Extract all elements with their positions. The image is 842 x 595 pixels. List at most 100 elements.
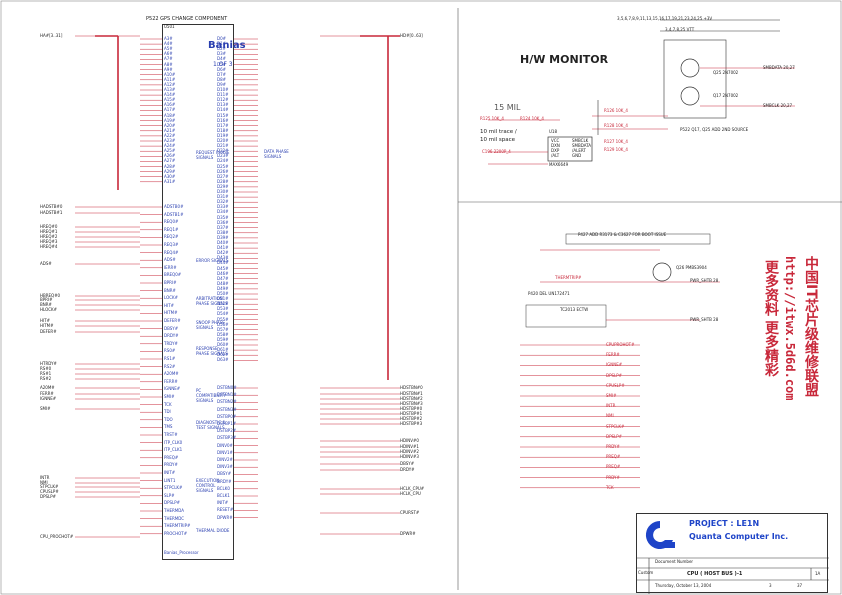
left-pin: A31# bbox=[164, 178, 176, 184]
hw-resistor: R125 10K_4 bbox=[480, 116, 504, 121]
left-net: RS#1 bbox=[40, 371, 52, 376]
q17-label: Q17 2N7002 bbox=[713, 93, 739, 98]
right-pin: D61# bbox=[217, 347, 229, 353]
left-net: HBREQ#0 bbox=[40, 293, 61, 298]
left-pin: HIT# bbox=[164, 302, 174, 308]
spacing-note-2: 10 mil space bbox=[480, 137, 516, 143]
right-pin: D34# bbox=[217, 209, 229, 215]
pullup-net: DPSLP# bbox=[606, 433, 623, 439]
right-pin: D6# bbox=[217, 66, 226, 72]
right-pin: D45# bbox=[217, 265, 229, 271]
right-pin: D41# bbox=[217, 245, 229, 251]
right-pin: D20# bbox=[217, 138, 229, 143]
right-net: HDSTBP#2 bbox=[400, 416, 423, 421]
left-pin: A24# bbox=[164, 143, 176, 149]
right-pin: D50# bbox=[217, 291, 229, 296]
right-pin: DINV0# bbox=[217, 442, 233, 448]
left-pin: REQ4# bbox=[164, 249, 179, 255]
hw-monitor-title: H/W MONITOR bbox=[520, 53, 609, 66]
left-pin: THERMDA bbox=[164, 508, 184, 513]
pullup-net: TCK bbox=[606, 484, 614, 490]
left-pin: DEFER# bbox=[164, 318, 181, 323]
left-pin: A11# bbox=[164, 76, 176, 82]
left-net: BNR# bbox=[40, 302, 52, 307]
right-pin: D43# bbox=[217, 255, 229, 261]
right-net: HD#[0..63] bbox=[400, 33, 423, 38]
left-pin: A23# bbox=[164, 138, 176, 143]
right-pin: D46# bbox=[217, 270, 229, 276]
left-pin: SLP# bbox=[164, 492, 175, 498]
left-pin: A8# bbox=[164, 61, 173, 67]
hw-ic-pin: DXP bbox=[551, 148, 560, 153]
left-pin: FERR# bbox=[164, 378, 178, 384]
pullup-net: CPUPROHOT# bbox=[606, 342, 635, 347]
left-net: IGNNE# bbox=[40, 396, 57, 401]
hw-resistor: R129 10K_4 bbox=[604, 147, 628, 152]
right-pin: D59# bbox=[217, 336, 229, 342]
right-pin: BCLK0 bbox=[217, 485, 230, 491]
right-net: HDSTBN#3 bbox=[400, 401, 423, 406]
right-net: HDSTBN#2 bbox=[400, 396, 423, 401]
left-net: HREQ#2 bbox=[40, 234, 58, 239]
right-pin: D57# bbox=[217, 326, 229, 332]
right-net: DRDY# bbox=[400, 467, 415, 472]
right-net: HDSTBP#1 bbox=[400, 411, 423, 416]
left-pin: A25# bbox=[164, 148, 176, 154]
left-pin: A6# bbox=[164, 51, 173, 57]
left-pin: A18# bbox=[164, 112, 176, 118]
left-pin: A7# bbox=[164, 56, 173, 62]
left-pin: ITP_CLK0 bbox=[164, 439, 183, 445]
right-pin: D47# bbox=[217, 275, 229, 281]
right-pin: D5# bbox=[217, 61, 226, 67]
hw-resistor: C196 2200P_4 bbox=[482, 149, 511, 154]
trace-note: 15 MIL bbox=[494, 103, 521, 112]
left-net: HITM# bbox=[40, 323, 54, 328]
right-pin: DSTBP1# bbox=[217, 421, 237, 426]
right-pin: D24# bbox=[217, 158, 229, 164]
right-pin: D62# bbox=[217, 352, 229, 358]
right-net: HDINV#0 bbox=[400, 438, 419, 443]
hw-ic-pin: /ALT bbox=[551, 153, 560, 158]
thermtrip-net: THERMTRIP# bbox=[555, 275, 582, 280]
left-pin: THERMDC bbox=[164, 515, 185, 521]
ic-note: TC2013 ECTW bbox=[560, 307, 589, 312]
right-pin: D25# bbox=[217, 163, 229, 169]
pullup-net: NMI bbox=[606, 413, 614, 419]
right-pin: D63# bbox=[217, 357, 229, 363]
right-pin: INIT# bbox=[217, 500, 229, 506]
left-net: RS#2 bbox=[40, 376, 52, 381]
right-pin: D38# bbox=[217, 229, 229, 235]
right-net: HDINV#1 bbox=[400, 444, 419, 449]
q25-label: Q25 2N7002 bbox=[713, 70, 739, 75]
left-pin: A28# bbox=[164, 163, 176, 169]
watermark-line-2: http://itwx.5d6d.com bbox=[783, 256, 797, 401]
right-net: HDSTBP#0 bbox=[400, 406, 423, 411]
left-pin: BNR# bbox=[164, 287, 176, 293]
left-net: ADS# bbox=[40, 261, 52, 266]
chip-name: Banias bbox=[208, 40, 246, 51]
center-group-label: DATA PHASE SIGNALS bbox=[264, 149, 289, 159]
left-pin: A17# bbox=[164, 107, 176, 113]
left-pin: A20M# bbox=[164, 371, 179, 377]
signal-group-label: RESPONSE PHASE SIGNALS bbox=[196, 346, 228, 356]
pullup-net: PREQ# bbox=[606, 454, 621, 460]
left-net: CPUSLP# bbox=[40, 489, 59, 494]
sheet-title: CPU ( HOST BUS )-1 bbox=[687, 571, 743, 577]
left-pin: RS2# bbox=[164, 363, 176, 369]
signal-group-label: REQUEST PHASE SIGNALS bbox=[196, 150, 230, 160]
right-pin: DSTBP2# bbox=[217, 428, 237, 434]
left-net: HADSTB#0 bbox=[40, 204, 63, 209]
right-pin: DPWR# bbox=[217, 514, 233, 520]
right-pin: DSTBN2# bbox=[217, 399, 237, 405]
left-pin: INIT# bbox=[164, 470, 176, 475]
left-pin: A15# bbox=[164, 97, 176, 103]
left-pin: REQ2# bbox=[164, 234, 179, 240]
left-net: HTRDY# bbox=[40, 361, 57, 366]
boot-issue-note: P427 ADD R3173 & C3627 FOR BOOT ISSUE bbox=[578, 232, 667, 237]
right-net: HDSTBP#3 bbox=[400, 421, 423, 426]
right-net: HCLK_CPU# bbox=[400, 486, 425, 491]
left-pin: DPSLP# bbox=[164, 500, 181, 506]
rev-value: 1A bbox=[815, 571, 821, 576]
signal-group-label: EXECUTION CONTROL SIGNALS bbox=[196, 478, 220, 493]
banias-cpu-symbol bbox=[162, 24, 234, 560]
